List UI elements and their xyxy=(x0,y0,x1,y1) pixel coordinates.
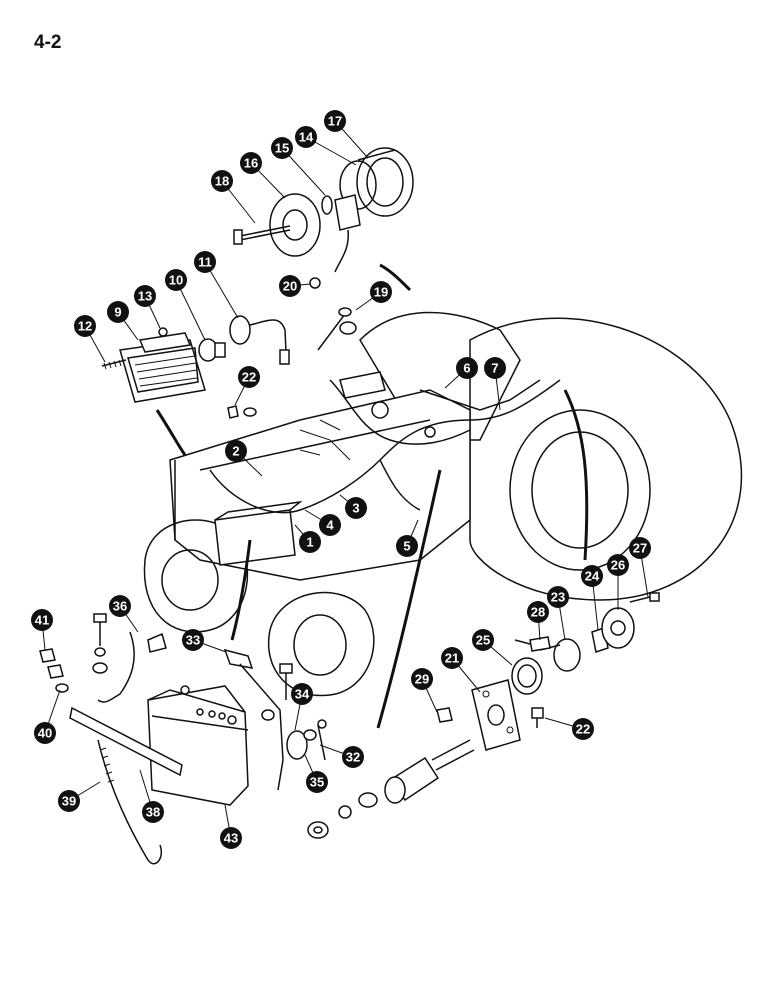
callout-9: 9 xyxy=(107,301,129,323)
svg-text:22: 22 xyxy=(242,370,256,385)
svg-text:38: 38 xyxy=(146,805,160,820)
callout-25: 25 xyxy=(472,629,494,651)
svg-text:35: 35 xyxy=(310,775,324,790)
callout-23: 23 xyxy=(547,586,569,608)
svg-text:7: 7 xyxy=(491,361,498,376)
svg-text:6: 6 xyxy=(463,361,470,376)
callout-21: 21 xyxy=(441,647,463,669)
svg-text:32: 32 xyxy=(346,750,360,765)
page-number: 4-2 xyxy=(34,32,62,53)
svg-text:12: 12 xyxy=(78,319,92,334)
svg-text:11: 11 xyxy=(198,255,212,270)
callout-34: 34 xyxy=(291,683,313,705)
svg-text:18: 18 xyxy=(215,174,229,189)
svg-text:23: 23 xyxy=(551,590,565,605)
svg-text:20: 20 xyxy=(283,279,297,294)
tractor-body xyxy=(143,311,742,697)
svg-text:29: 29 xyxy=(415,672,429,687)
svg-text:40: 40 xyxy=(38,726,52,741)
svg-text:14: 14 xyxy=(299,130,314,145)
callout-12: 12 xyxy=(74,315,96,337)
callout-32: 32 xyxy=(342,746,364,768)
rear-lamp-assembly xyxy=(436,592,660,751)
switch-assembly xyxy=(307,739,475,839)
svg-text:43: 43 xyxy=(224,831,238,846)
callout-40: 40 xyxy=(34,722,56,744)
svg-text:10: 10 xyxy=(169,273,183,288)
head-lamp-assembly xyxy=(101,277,357,419)
callout-28: 28 xyxy=(527,601,549,623)
callout-20: 20 xyxy=(279,275,301,297)
callout-39: 39 xyxy=(58,790,80,812)
callout-29: 29 xyxy=(411,668,433,690)
svg-text:5: 5 xyxy=(403,539,410,554)
wiring-harness xyxy=(155,263,589,729)
callout-2: 2 xyxy=(225,440,247,462)
callout-10: 10 xyxy=(165,269,187,291)
svg-text:22: 22 xyxy=(576,722,590,737)
svg-text:28: 28 xyxy=(531,605,545,620)
callout-27: 27 xyxy=(629,537,651,559)
callout-14: 14 xyxy=(295,126,317,148)
svg-text:19: 19 xyxy=(374,285,388,300)
callout-35: 35 xyxy=(306,771,328,793)
callout-18: 18 xyxy=(211,170,233,192)
callout-17: 17 xyxy=(324,110,346,132)
callout-1: 1 xyxy=(299,531,321,553)
callout-16: 16 xyxy=(240,152,262,174)
svg-text:36: 36 xyxy=(113,599,127,614)
svg-text:24: 24 xyxy=(585,569,600,584)
battery-assembly xyxy=(39,613,327,865)
callout-41: 41 xyxy=(31,609,53,631)
svg-text:33: 33 xyxy=(186,633,200,648)
svg-text:1: 1 xyxy=(306,535,313,550)
callout-7: 7 xyxy=(484,357,506,379)
callout-33: 33 xyxy=(182,629,204,651)
svg-text:25: 25 xyxy=(476,633,490,648)
callout-3: 3 xyxy=(345,497,367,519)
callout-6: 6 xyxy=(456,357,478,379)
svg-text:16: 16 xyxy=(244,156,258,171)
svg-text:39: 39 xyxy=(62,794,76,809)
svg-text:41: 41 xyxy=(35,613,49,628)
callout-15: 15 xyxy=(271,137,293,159)
svg-text:13: 13 xyxy=(138,289,152,304)
callout-22-bottom: 22 xyxy=(572,718,594,740)
callout-19: 19 xyxy=(370,281,392,303)
callout-11: 11 xyxy=(194,251,216,273)
callout-4: 4 xyxy=(319,514,341,536)
svg-text:27: 27 xyxy=(633,541,647,556)
svg-text:26: 26 xyxy=(611,558,625,573)
svg-text:3: 3 xyxy=(352,501,359,516)
callout-38: 38 xyxy=(142,801,164,823)
callout-43: 43 xyxy=(220,827,242,849)
svg-text:34: 34 xyxy=(295,687,310,702)
svg-text:17: 17 xyxy=(328,114,342,129)
svg-text:21: 21 xyxy=(445,651,459,666)
svg-text:2: 2 xyxy=(232,444,239,459)
callout-13: 13 xyxy=(134,285,156,307)
work-light-assembly xyxy=(233,147,414,273)
callouts: 1 2 3 4 5 6 7 9 10 11 12 13 14 15 16 17 … xyxy=(31,110,651,849)
svg-text:4: 4 xyxy=(326,518,334,533)
svg-text:9: 9 xyxy=(114,305,121,320)
callout-36: 36 xyxy=(109,595,131,617)
callout-5: 5 xyxy=(396,535,418,557)
callout-24: 24 xyxy=(581,565,603,587)
svg-text:15: 15 xyxy=(275,141,289,156)
callout-22-top: 22 xyxy=(238,366,260,388)
callout-26: 26 xyxy=(607,554,629,576)
